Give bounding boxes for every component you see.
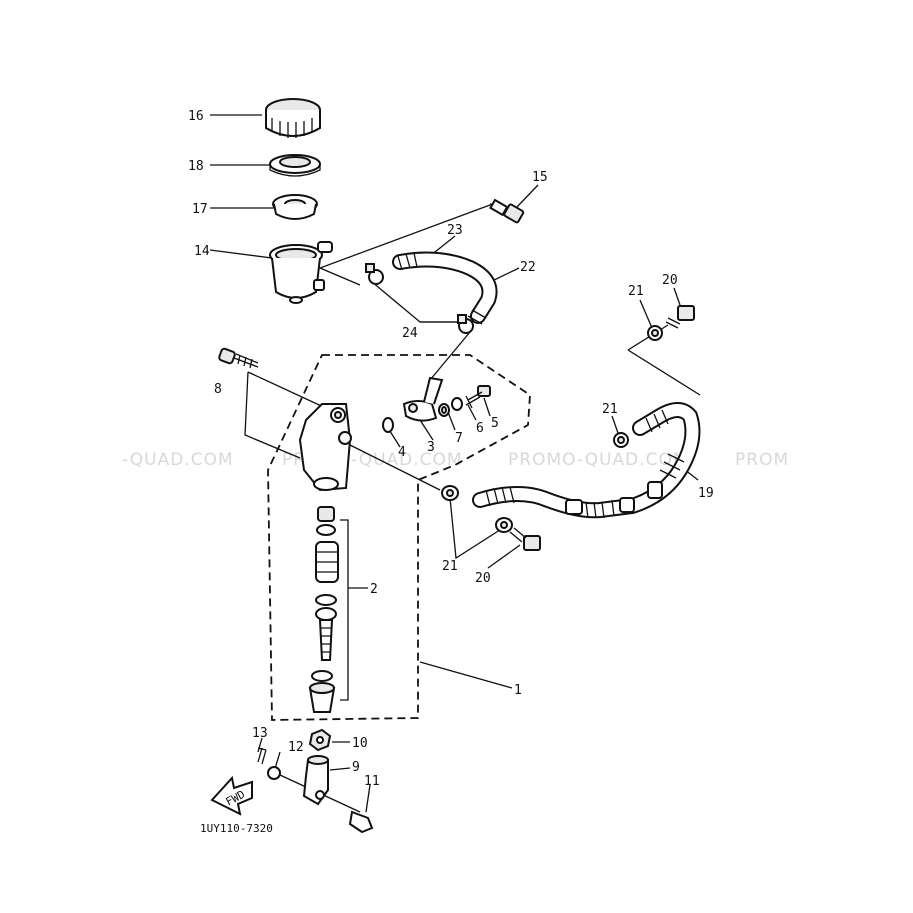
watermark-text: PROM <box>735 450 790 470</box>
diaphragm-plate <box>272 194 318 220</box>
callout: 6 <box>476 421 484 436</box>
copper-washer <box>495 517 513 533</box>
callout: 21 <box>602 402 618 417</box>
copper-washer <box>441 485 459 501</box>
washer <box>438 403 450 417</box>
o-ring <box>382 417 394 433</box>
reservoir-hose <box>392 251 498 325</box>
callout: 1 <box>514 683 522 698</box>
callout: 4 <box>398 445 406 460</box>
watermark-text: -QUAD.COM <box>122 450 234 470</box>
callout: 7 <box>455 431 463 446</box>
washer <box>451 397 463 411</box>
callout: 23 <box>447 223 463 238</box>
copper-washer <box>647 325 663 341</box>
brake-hose <box>472 402 701 519</box>
clevis <box>302 755 329 806</box>
callout: 20 <box>662 273 678 288</box>
union-bolt <box>665 305 695 329</box>
reservoir <box>269 241 333 304</box>
callout: 16 <box>188 109 204 124</box>
callout: 24 <box>402 326 418 341</box>
callout: 15 <box>532 170 548 185</box>
fwd-arrow: FWD <box>210 775 253 816</box>
callout: 19 <box>698 486 714 501</box>
callout: 18 <box>188 159 204 174</box>
callout: 21 <box>442 559 458 574</box>
callout: 11 <box>364 774 380 789</box>
master-cylinder-body <box>298 403 352 492</box>
callout: 17 <box>192 202 208 217</box>
assembly-boundary <box>267 354 531 721</box>
watermark-text: PROMO-QUAD.COM <box>508 450 689 470</box>
callout: 3 <box>427 440 435 455</box>
screw <box>489 198 525 224</box>
leader-lines <box>209 114 701 813</box>
callout: 20 <box>475 571 491 586</box>
callout: 14 <box>194 244 210 259</box>
callout: 2 <box>370 582 378 597</box>
reservoir-cap <box>265 98 321 138</box>
nut <box>308 728 332 752</box>
callout: 9 <box>352 760 360 775</box>
cotter-pin <box>257 747 267 765</box>
washer <box>267 766 281 780</box>
callout: 8 <box>214 382 222 397</box>
callout: 5 <box>491 416 499 431</box>
copper-washer <box>613 432 629 448</box>
joint-screw <box>465 385 491 409</box>
callout: 10 <box>352 736 368 751</box>
callout: 13 <box>252 726 268 741</box>
callout-labels: 16 18 17 14 15 23 22 24 8 3 4 7 6 5 2 1 … <box>188 109 714 789</box>
hose-clip <box>365 263 474 334</box>
hose-joint <box>402 376 444 422</box>
callout: 22 <box>520 260 536 275</box>
callout: 21 <box>628 284 644 299</box>
clevis-pin <box>348 810 374 834</box>
bolt <box>218 347 259 369</box>
diaphragm <box>269 154 321 177</box>
union-bolt <box>509 527 541 551</box>
callout: 12 <box>288 740 304 755</box>
diagram-code: 1UY110-7320 <box>200 822 273 835</box>
piston-kit <box>308 506 339 713</box>
